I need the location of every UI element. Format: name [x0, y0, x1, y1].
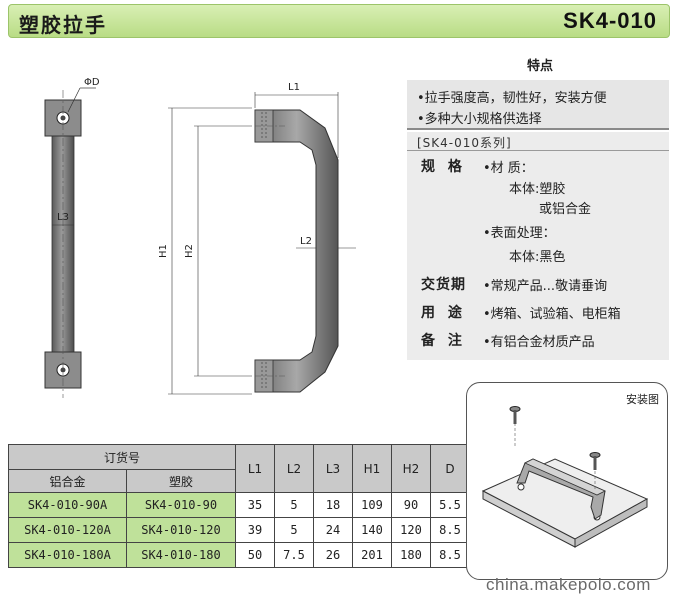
surface-label: •表面处理：: [483, 226, 556, 241]
table-row: SK4-010-180A SK4-010-180 50 7.5 26 201 1…: [8, 542, 470, 568]
features-box: •拉手强度高，韧性好，安装方便 •多种大小规格供选择: [407, 80, 669, 130]
cell-h2: 180: [391, 542, 431, 568]
cell-h2: 90: [391, 492, 431, 518]
cell-d: 5.5: [430, 492, 470, 518]
cell-plastic: SK4-010-90: [125, 492, 237, 518]
order-number-header: 订货号: [8, 444, 236, 470]
col-header-plastic: 塑胶: [125, 469, 237, 493]
col-header-h2: H2: [391, 444, 431, 493]
installation-caption: 安装图: [626, 393, 659, 406]
cell-plastic: SK4-010-120: [125, 517, 237, 543]
usage-value: •烤箱、试验箱、电柜箱: [483, 307, 621, 322]
order-table: 订货号 L1 L2 L3 H1 H2 D 铝合金 塑胶 SK4-010-90A …: [8, 444, 470, 568]
side-view: L1 L2 H1 H2: [158, 82, 356, 395]
note-value: •有铝合金材质产品: [483, 335, 595, 350]
cell-plastic: SK4-010-180: [125, 542, 237, 568]
col-header-h1: H1: [352, 444, 392, 493]
cell-l3: 18: [313, 492, 353, 518]
features-title: 特点: [526, 59, 553, 74]
table-row: SK4-010-120A SK4-010-120 39 5 24 140 120…: [8, 517, 470, 543]
installation-diagram: 安装图: [466, 382, 668, 580]
front-view: ΦD L3: [44, 77, 100, 398]
cell-h1: 140: [352, 517, 392, 543]
cell-l3: 26: [313, 542, 353, 568]
col-header-aluminum: 铝合金: [8, 469, 127, 493]
cell-aluminum: SK4-010-90A: [8, 492, 127, 518]
material-label: •材 质：: [483, 161, 534, 176]
feature-item: •拉手强度高，韧性好，安装方便: [417, 91, 607, 106]
cell-d: 8.5: [430, 542, 470, 568]
cell-d: 8.5: [430, 517, 470, 543]
phi-d-label: ΦD: [84, 77, 100, 88]
feature-item: •多种大小规格供选择: [417, 112, 542, 127]
cell-h2: 120: [391, 517, 431, 543]
cell-aluminum: SK4-010-120A: [8, 517, 127, 543]
note-label: 备 注: [421, 333, 466, 349]
cell-l1: 35: [235, 492, 275, 518]
material-or-aluminum: 或铝合金: [539, 202, 592, 217]
cell-aluminum: SK4-010-180A: [8, 542, 127, 568]
l3-label: L3: [57, 212, 69, 223]
col-header-l1: L1: [235, 444, 275, 493]
cell-l3: 24: [313, 517, 353, 543]
series-label: [SK4-010系列]: [417, 136, 512, 150]
col-header-d: D: [430, 444, 470, 493]
col-header-l2: L2: [274, 444, 314, 493]
watermark: china.makepolo.com: [486, 575, 651, 594]
screw-icon: [589, 452, 601, 491]
h1-label: H1: [158, 244, 169, 258]
material-body-plastic: 本体:塑胶: [509, 182, 566, 197]
cell-h1: 109: [352, 492, 392, 518]
delivery-label: 交货期: [421, 277, 466, 293]
spec-box: [SK4-010系列] 规 格 •材 质： 本体:塑胶 或铝合金 •表面处理： …: [407, 132, 669, 360]
l1-label: L1: [288, 82, 300, 93]
cell-l1: 39: [235, 517, 275, 543]
delivery-value: •常规产品...敬请垂询: [483, 279, 608, 294]
installation-illustration: [481, 406, 649, 548]
h2-label: H2: [184, 244, 195, 258]
cell-l2: 7.5: [274, 542, 314, 568]
surface-body-black: 本体:黑色: [509, 250, 566, 265]
header-bar: 塑胶拉手 SK4-010: [8, 4, 670, 38]
usage-label: 用 途: [421, 305, 466, 321]
cell-l1: 50: [235, 542, 275, 568]
divider: [407, 150, 669, 151]
cell-h1: 201: [352, 542, 392, 568]
spec-label: 规 格: [421, 159, 466, 175]
technical-drawing: ΦD L3 L1 L2 H1 H2: [44, 77, 356, 398]
product-title: 塑胶拉手: [19, 13, 107, 37]
product-code: SK4-010: [563, 8, 657, 33]
cell-l2: 5: [274, 517, 314, 543]
screw-icon: [509, 406, 521, 447]
cell-l2: 5: [274, 492, 314, 518]
l2-label: L2: [300, 236, 312, 247]
table-row: SK4-010-90A SK4-010-90 35 5 18 109 90 5.…: [8, 492, 470, 518]
col-header-l3: L3: [313, 444, 353, 493]
